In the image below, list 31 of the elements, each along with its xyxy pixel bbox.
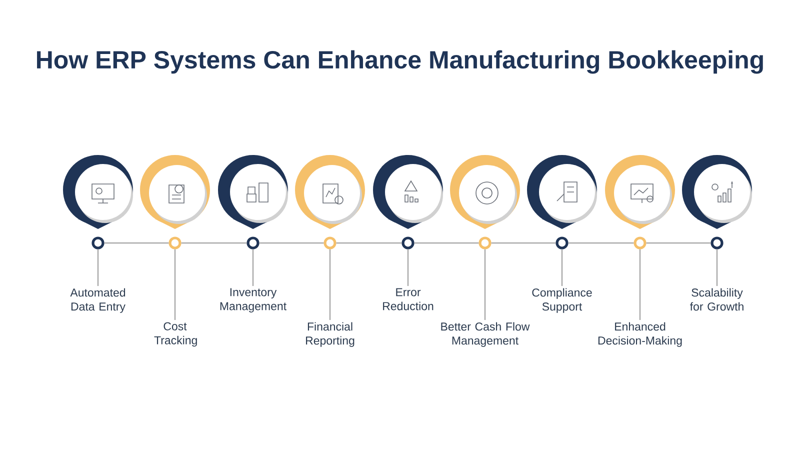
timeline-dot	[710, 236, 724, 250]
item-label: Compliance Support	[532, 288, 592, 313]
timeline-dot	[634, 236, 646, 250]
item-label: Automated Data Entry	[70, 288, 126, 313]
timeline-dot	[246, 236, 260, 250]
leader-line	[484, 248, 486, 320]
timeline-line	[414, 242, 480, 244]
timeline-line	[490, 242, 556, 244]
title: How ERP Systems Can Enhance Manufacturing Bookkeeping	[37, 50, 763, 74]
item-label: Enhanced Decision-Making	[598, 322, 682, 347]
timeline-line	[336, 242, 402, 244]
item-label: Inventory Management	[220, 288, 286, 312]
timeline-line	[646, 242, 712, 244]
timeline-dot	[92, 236, 104, 250]
item-label: Scalability for Growth	[690, 288, 744, 311]
timeline-dot	[478, 236, 492, 250]
leader-line	[174, 248, 176, 320]
timeline-dot	[324, 236, 336, 250]
timeline-line	[104, 242, 170, 244]
timeline-line	[258, 242, 324, 244]
item-label: Financial Reporting	[306, 322, 354, 347]
item-label: Cost Tracking	[154, 322, 197, 347]
timeline-dot	[402, 236, 414, 250]
timeline-line	[180, 242, 248, 244]
timeline-line	[568, 242, 634, 244]
item-label: Better Cash Flow Management	[441, 322, 530, 347]
timeline-dot	[168, 236, 182, 250]
timeline-dot	[556, 236, 568, 250]
leader-line	[716, 248, 718, 286]
leader-line	[252, 248, 254, 286]
item-label: Error Reduction	[383, 288, 434, 310]
